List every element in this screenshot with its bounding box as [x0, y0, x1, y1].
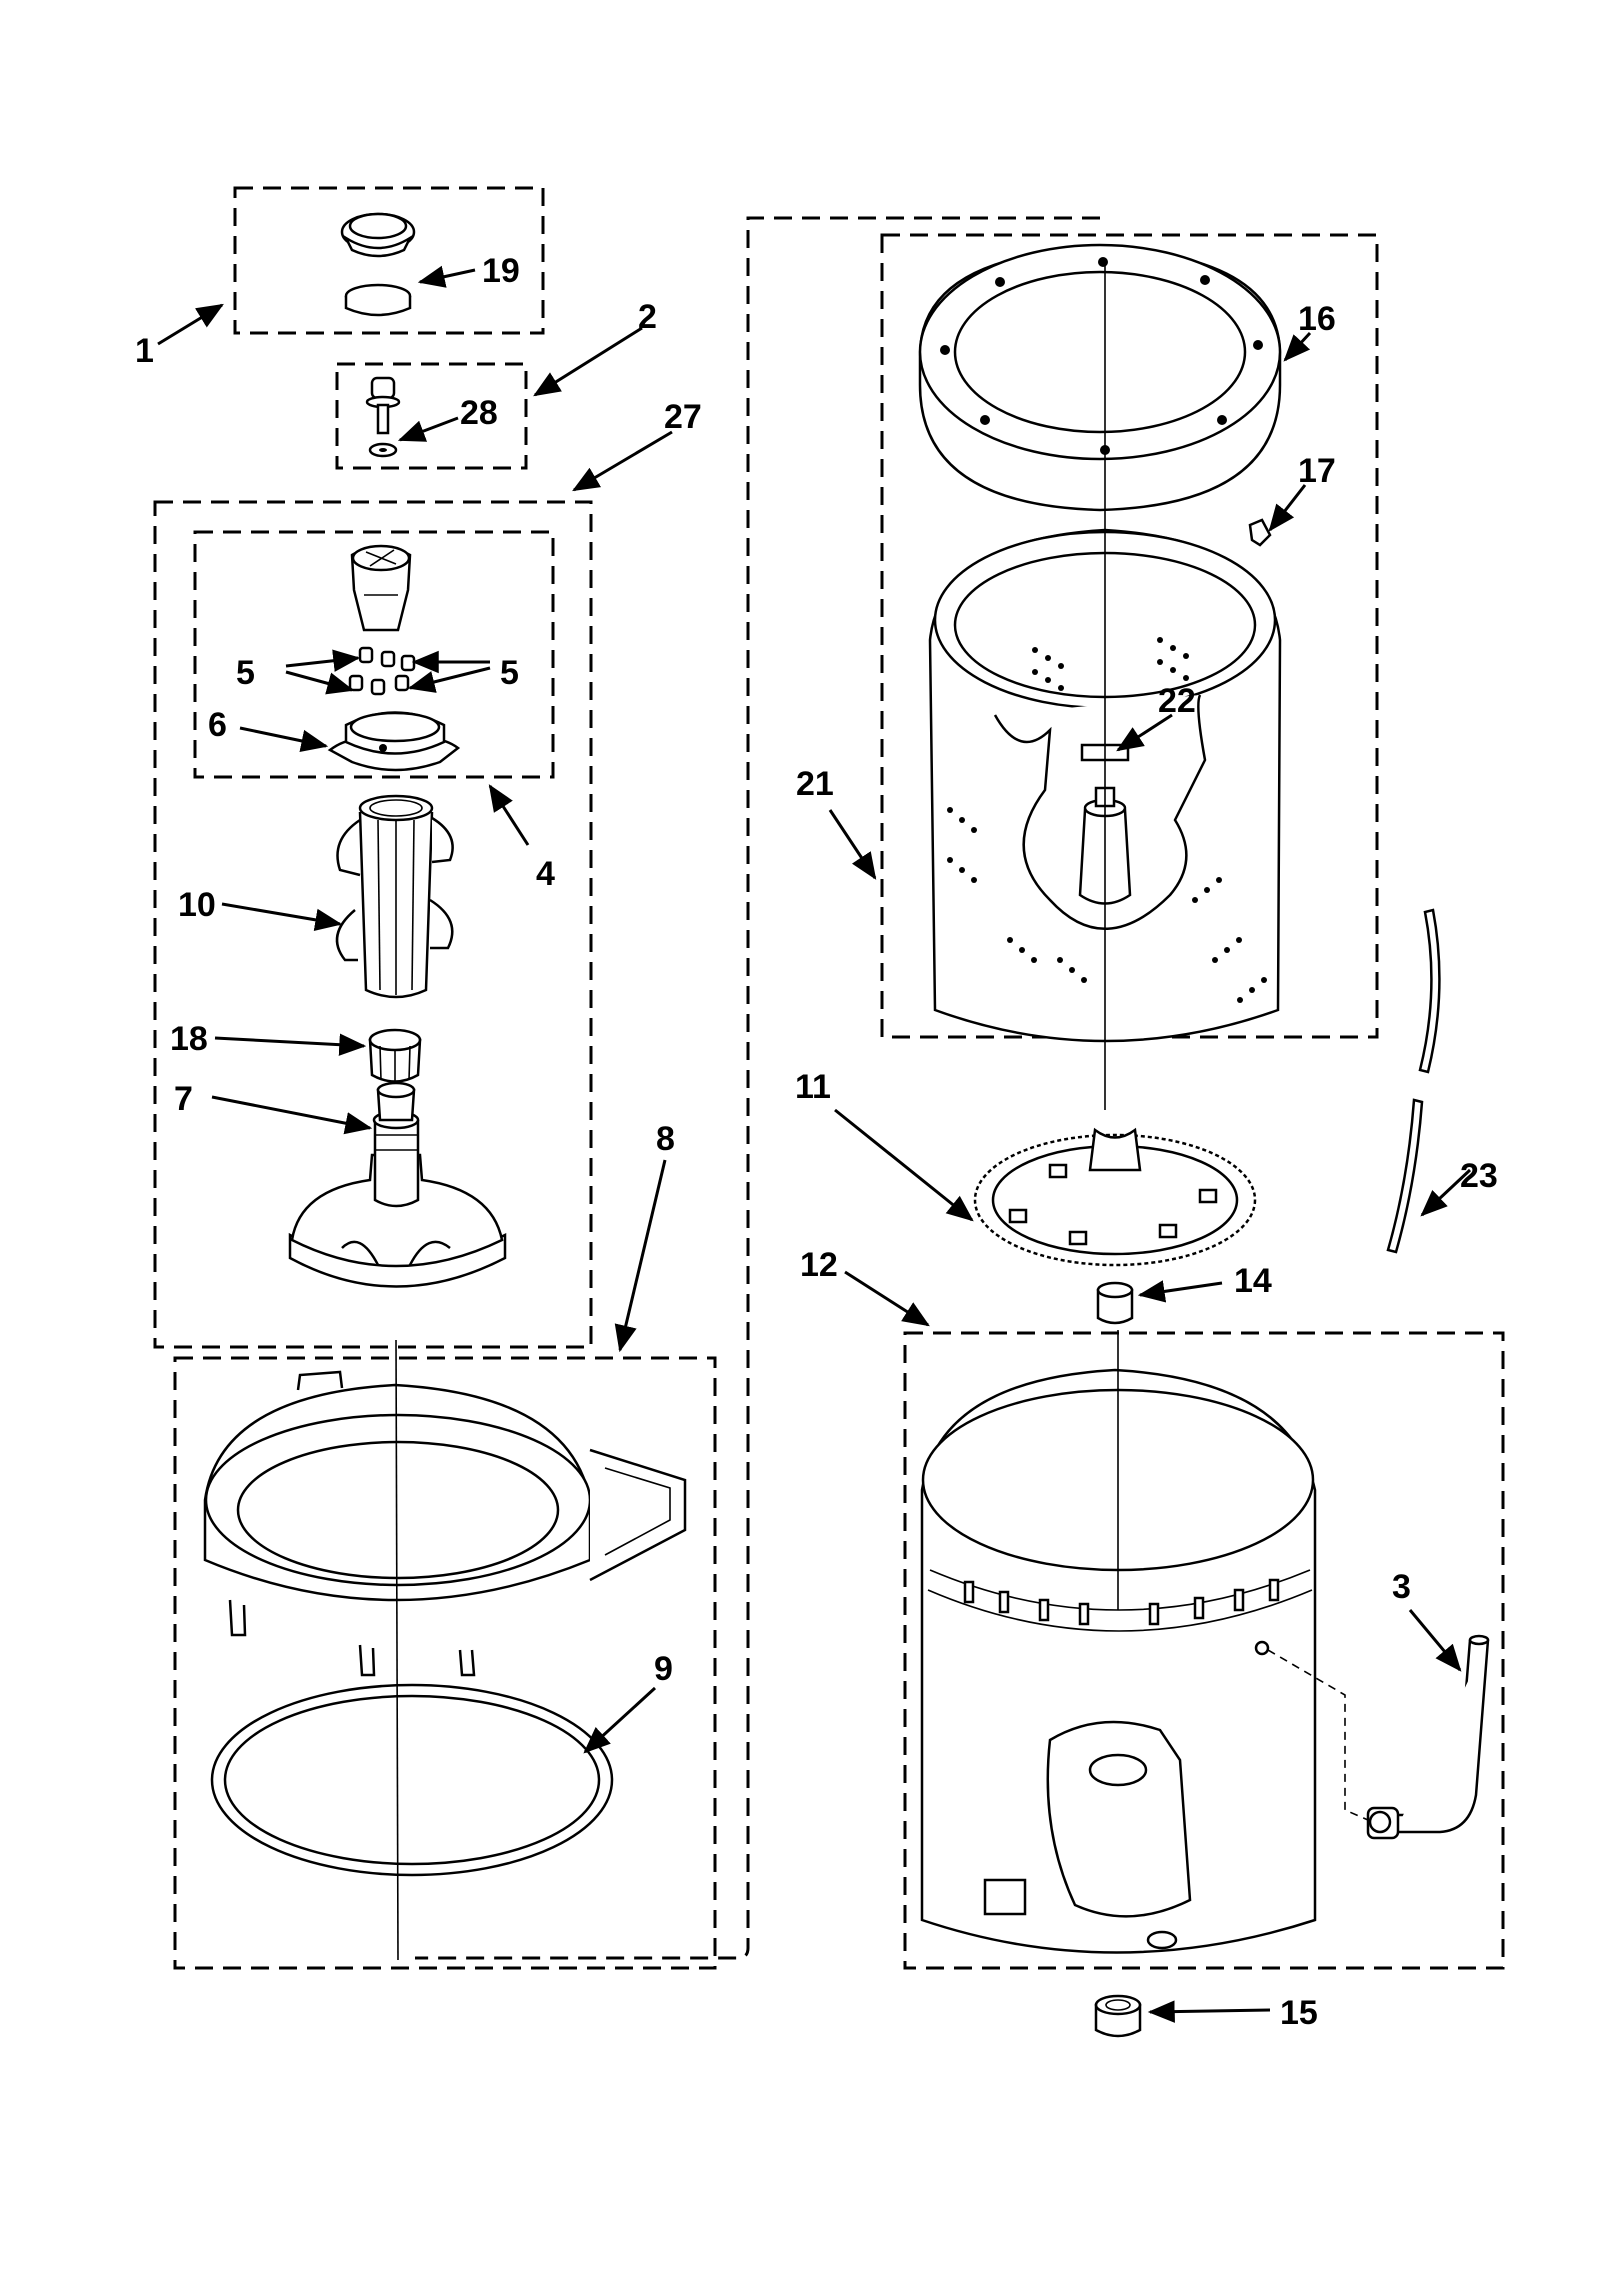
label-part-11: 11 [795, 1068, 831, 1106]
leader-4 [488, 784, 530, 846]
label-part-9: 9 [654, 1650, 673, 1688]
leader-9 [583, 1686, 657, 1754]
leader-10 [221, 902, 343, 931]
label-part-14: 14 [1234, 1262, 1272, 1300]
label-part-12: 12 [800, 1246, 838, 1284]
leader-1 [157, 303, 224, 346]
gasket-part [210, 1683, 614, 1877]
label-part-23: 23 [1460, 1157, 1498, 1195]
balance-ring-part [918, 243, 1282, 512]
leader-5-left-a [285, 649, 361, 672]
leader-17 [1268, 484, 1307, 532]
basket-holes [947, 637, 1267, 1003]
tub-ring-part [203, 1370, 687, 1677]
label-part-5-left: 5 [236, 654, 255, 692]
label-part-16: 16 [1298, 300, 1336, 338]
group-box-4 [193, 530, 555, 779]
leader-16 [1283, 331, 1312, 362]
agitator-part [288, 1081, 507, 1288]
leader-3 [1408, 1609, 1462, 1672]
left-centerline [395, 1339, 399, 1961]
leader-5-right-b [407, 666, 491, 693]
hub-part [973, 1127, 1257, 1267]
hose-part [1267, 1634, 1490, 1840]
auger-part [335, 794, 454, 999]
label-part-4: 4 [536, 855, 555, 893]
leader-8 [614, 1159, 667, 1353]
label-part-22: 22 [1158, 682, 1196, 720]
label-part-10: 10 [178, 886, 216, 924]
leader-7 [211, 1095, 373, 1135]
label-part-2: 2 [638, 298, 657, 336]
leader-27 [572, 430, 673, 492]
leader-23 [1420, 1168, 1472, 1217]
label-part-1: 1 [135, 332, 154, 370]
leader-28 [397, 416, 459, 442]
leader-19 [417, 265, 476, 288]
cam-part [350, 544, 412, 632]
label-part-8: 8 [656, 1120, 675, 1158]
label-part-3: 3 [1392, 1568, 1411, 1606]
outer-tub-part [920, 1368, 1317, 1954]
leader-6 [239, 726, 329, 752]
leader-21 [828, 809, 877, 880]
dogs-part [348, 646, 416, 696]
nut-part [1096, 1281, 1134, 1325]
leader-18 [214, 1033, 367, 1056]
label-part-7: 7 [174, 1080, 193, 1118]
label-part-17: 17 [1298, 452, 1336, 490]
leader-12 [844, 1270, 930, 1327]
connector-bracket [415, 216, 1100, 1960]
drive-bell-part [368, 1028, 422, 1086]
cap-part [340, 212, 416, 317]
tube-part [1386, 908, 1441, 1254]
leader-15 [1147, 2000, 1271, 2023]
label-part-19: 19 [482, 252, 520, 290]
label-part-21: 21 [796, 765, 834, 803]
leader-22 [1116, 713, 1173, 752]
label-part-15: 15 [1280, 1994, 1318, 2032]
tub-slots [963, 1578, 1280, 1626]
label-part-28: 28 [460, 394, 498, 432]
group-box-27 [153, 500, 593, 1349]
label-part-27: 27 [664, 398, 702, 436]
drain-plug-part [1094, 1994, 1142, 2038]
retainer-part [327, 711, 461, 772]
leader-5-left-b [285, 670, 355, 695]
label-part-5-right: 5 [500, 654, 519, 692]
label-part-6: 6 [208, 706, 227, 744]
leader-11 [834, 1108, 974, 1222]
label-part-18: 18 [170, 1020, 208, 1058]
group-box-1 [233, 186, 545, 335]
bolt-part [365, 376, 401, 458]
group-box-8 [173, 1356, 717, 1970]
group-box-2 [335, 362, 528, 470]
leader-14 [1137, 1280, 1223, 1303]
clip-part [1248, 518, 1272, 547]
leader-2 [533, 326, 643, 397]
